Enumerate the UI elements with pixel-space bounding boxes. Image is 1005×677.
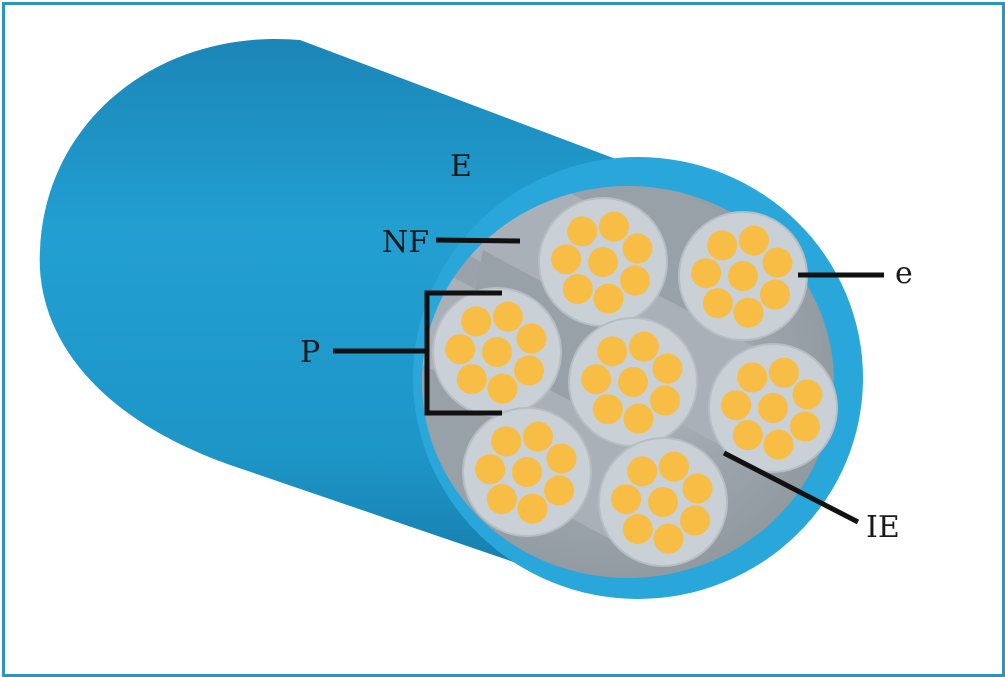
axon (732, 420, 763, 451)
axon (517, 493, 548, 524)
inner-epineurium-leader (722, 450, 860, 525)
fascicle (708, 343, 838, 473)
axon (680, 505, 711, 536)
axon (588, 247, 618, 277)
fascicle (568, 317, 698, 447)
axon (768, 357, 799, 388)
nerve-fiber-leader (435, 237, 521, 244)
axon (707, 230, 738, 261)
axon (737, 362, 768, 393)
axon (546, 443, 577, 474)
axon (738, 225, 769, 256)
axon (760, 279, 791, 310)
axon (514, 355, 545, 386)
label-nerve-fiber: NF (382, 225, 429, 260)
axon (623, 403, 654, 434)
axon (486, 484, 517, 515)
axon (658, 451, 689, 482)
axon (728, 261, 758, 291)
axon (702, 288, 733, 319)
axon (445, 334, 476, 365)
axon (733, 297, 764, 328)
label-endoneurium: e (895, 256, 913, 291)
axon (618, 367, 648, 397)
axon (682, 473, 713, 504)
axon (492, 301, 523, 332)
fascicle (678, 211, 808, 341)
fascicle-group (432, 197, 838, 567)
axon (581, 364, 612, 395)
fascicle (538, 197, 668, 327)
label-epineurium: E (450, 149, 472, 184)
axon (622, 514, 653, 545)
fascicle (598, 437, 728, 567)
axon (721, 390, 752, 421)
axon (627, 456, 658, 487)
fascicle (432, 287, 562, 417)
fascicle (462, 407, 592, 537)
axon (487, 373, 518, 404)
axon (653, 523, 684, 554)
axon (650, 385, 681, 416)
label-perineurium: P (300, 335, 320, 370)
axon (792, 379, 823, 410)
axon (567, 216, 598, 247)
axon (562, 274, 593, 305)
axon (491, 426, 522, 457)
axon (763, 429, 794, 460)
label-inner-epineurium: IE (866, 510, 900, 545)
axon (512, 457, 542, 487)
axon (598, 211, 629, 242)
axon (758, 393, 788, 423)
axon (691, 258, 722, 289)
axon (461, 306, 492, 337)
axon (475, 454, 506, 485)
axon (622, 233, 653, 264)
axon (790, 411, 821, 442)
axon (611, 484, 642, 515)
axon (593, 283, 624, 314)
axon (652, 353, 683, 384)
axon (482, 337, 512, 367)
axon (620, 265, 651, 296)
axon (544, 475, 575, 506)
axon (516, 323, 547, 354)
axon (762, 247, 793, 278)
axon (551, 244, 582, 275)
axon (592, 394, 623, 425)
axon (522, 421, 553, 452)
axon (648, 487, 678, 517)
axon (628, 331, 659, 362)
axon (456, 364, 487, 395)
axon (597, 336, 628, 367)
